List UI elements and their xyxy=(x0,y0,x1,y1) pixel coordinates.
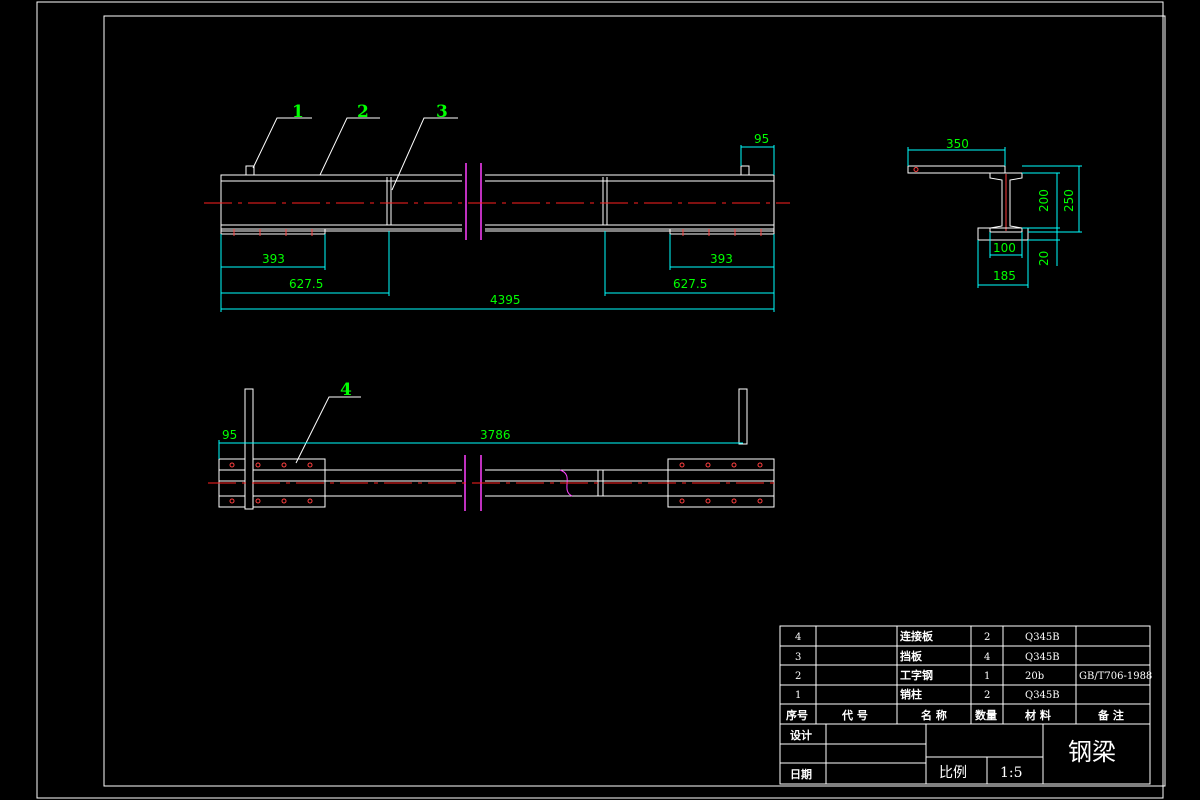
plan-view: 4 95 3786 xyxy=(208,380,775,511)
svg-text:代 号: 代 号 xyxy=(841,708,868,722)
inner-frame xyxy=(103,15,1166,787)
dim-393-right: 393 xyxy=(710,252,733,266)
pin-right xyxy=(740,165,750,176)
scale-label: 比例 xyxy=(939,765,967,781)
front-elevation-view: 1 2 3 95 393 393 627.5 627.5 4395 xyxy=(204,102,790,312)
svg-text:4: 4 xyxy=(984,652,990,663)
dim-250: 250 xyxy=(1062,189,1076,212)
svg-text:2: 2 xyxy=(984,690,990,701)
svg-text:1: 1 xyxy=(795,690,801,701)
design-label: 设计 xyxy=(790,728,812,742)
svg-text:GB/T706-1988: GB/T706-1988 xyxy=(1079,671,1152,682)
dim-627-right: 627.5 xyxy=(673,277,707,291)
dim-350: 350 xyxy=(946,137,969,151)
date-label: 日期 xyxy=(790,767,812,781)
svg-text:1: 1 xyxy=(984,671,990,682)
bom-row: 3 挡板 4 Q345B xyxy=(795,649,1060,663)
dim-95-plan: 95 xyxy=(222,428,237,442)
svg-text:名 称: 名 称 xyxy=(921,708,947,722)
leader-label-3: 3 xyxy=(436,102,448,122)
dim-393-left: 393 xyxy=(262,252,285,266)
svg-text:连接板: 连接板 xyxy=(900,629,934,643)
section-view: 350 200 250 100 185 20 xyxy=(907,137,1082,288)
leader-label-4: 4 xyxy=(340,380,352,400)
svg-text:材 料: 材 料 xyxy=(1025,708,1051,722)
outer-frame xyxy=(36,1,1164,799)
leader-label-1: 1 xyxy=(292,102,304,122)
scale-value: 1:5 xyxy=(1000,765,1023,781)
dim-20: 20 xyxy=(1037,251,1051,266)
svg-text:2: 2 xyxy=(795,671,801,682)
bom-row: 2 工字钢 1 20b GB/T706-1988 xyxy=(795,668,1152,682)
svg-text:Q345B: Q345B xyxy=(1025,690,1060,701)
leader-label-2: 2 xyxy=(357,102,369,122)
bom-header: 序号 代 号 名 称 数量 材 料 备 注 xyxy=(786,708,1124,722)
svg-text:销柱: 销柱 xyxy=(900,687,922,701)
title-block xyxy=(779,625,1151,785)
dim-100: 100 xyxy=(993,241,1016,255)
pin-left xyxy=(245,165,255,176)
bom-row: 4 连接板 2 Q345B xyxy=(795,629,1060,643)
dim-4395: 4395 xyxy=(490,293,521,307)
svg-text:Q345B: Q345B xyxy=(1025,652,1060,663)
drawing-title: 钢梁 xyxy=(1068,738,1116,766)
svg-text:Q345B: Q345B xyxy=(1025,632,1060,643)
svg-text:2: 2 xyxy=(984,632,990,643)
dim-3786: 3786 xyxy=(480,428,511,442)
svg-text:挡板: 挡板 xyxy=(900,649,923,663)
dim-95-top: 95 xyxy=(754,132,769,146)
svg-text:3: 3 xyxy=(795,652,801,663)
dim-200: 200 xyxy=(1037,189,1051,212)
svg-text:数量: 数量 xyxy=(975,708,997,722)
svg-text:4: 4 xyxy=(795,632,801,643)
svg-text:备 注: 备 注 xyxy=(1097,708,1124,722)
bom-row: 1 销柱 2 Q345B xyxy=(795,687,1060,701)
bom-table: 4 连接板 2 Q345B 3 挡板 4 Q345B 2 工字钢 1 20b G… xyxy=(786,629,1152,722)
dim-185: 185 xyxy=(993,269,1016,283)
svg-text:工字钢: 工字钢 xyxy=(900,668,933,682)
dim-627-left: 627.5 xyxy=(289,277,323,291)
svg-text:序号: 序号 xyxy=(786,708,808,722)
svg-text:20b: 20b xyxy=(1025,671,1044,682)
